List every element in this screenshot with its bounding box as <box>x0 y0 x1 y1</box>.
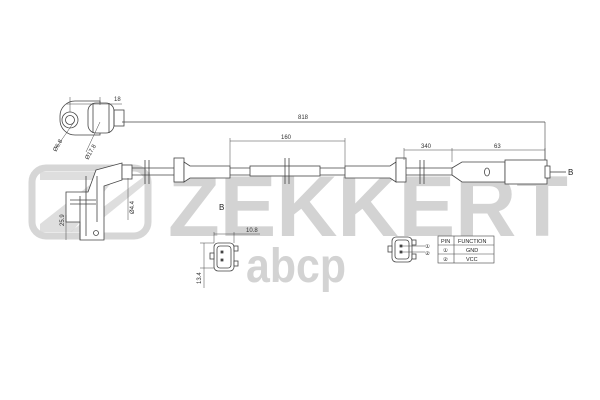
dim-body-diameter: Ø17.8 <box>85 143 99 161</box>
dim-connector-width: 10.8 <box>246 228 258 234</box>
dim-mount-offset: 18 <box>114 97 121 103</box>
dim-hole-diameter: Ø6.8 <box>53 138 65 153</box>
table-cell-function-2: VCC <box>466 257 478 263</box>
sensor-head <box>65 162 133 241</box>
table-cell-pin-1: ① <box>443 247 448 254</box>
table-header-pin: PIN <box>441 239 450 245</box>
dim-overall-length: 818 <box>298 115 309 121</box>
sensor-cable <box>132 157 566 185</box>
table-cell-pin-2: ② <box>443 256 448 263</box>
dim-connector-height: 13.4 <box>197 272 203 284</box>
connector-pinout-view <box>387 236 425 263</box>
dim-segment-right-2: 63 <box>494 144 501 150</box>
table-header-function: FUNCTION <box>458 239 486 245</box>
dim-sensor-height: 25.9 <box>60 214 66 226</box>
dim-segment-mid: 160 <box>281 135 292 141</box>
mounting-bracket <box>59 100 545 136</box>
view-label-right: B <box>568 168 573 177</box>
pin-callout-1: ① <box>425 243 430 250</box>
watermark-site: abcp <box>246 240 346 293</box>
dim-segment-right-1: 340 <box>421 144 432 150</box>
table-cell-function-1: GND <box>466 248 478 254</box>
view-label-left: B <box>219 203 224 212</box>
connector-face-view <box>209 242 239 272</box>
pin-function-table <box>437 235 495 264</box>
dim-tip-diameter: Ø4.4 <box>130 200 136 214</box>
pin-callout-2: ② <box>425 250 430 257</box>
